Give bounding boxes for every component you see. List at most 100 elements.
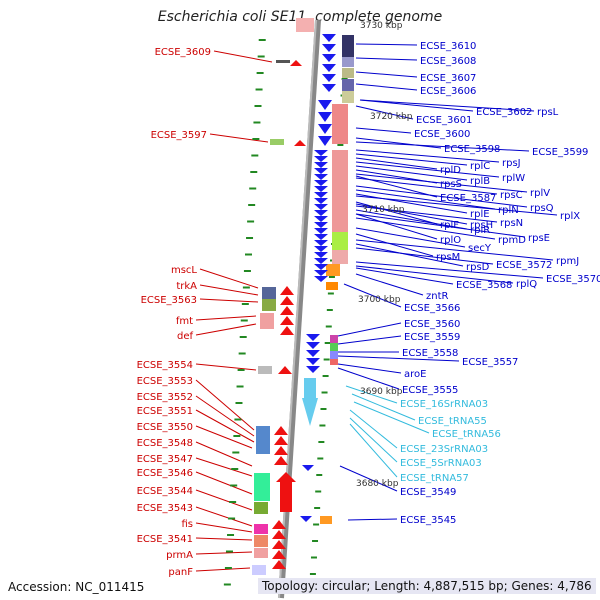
gene-arrow-left[interactable] bbox=[274, 446, 288, 455]
gene-arrow-right[interactable] bbox=[314, 174, 328, 180]
gene-label-right[interactable]: ECSE_3601 bbox=[416, 115, 472, 126]
gene-arrow-right[interactable] bbox=[314, 216, 328, 222]
rna-label[interactable]: ECSE_23SrRNA03 bbox=[400, 444, 488, 455]
gene-label-right[interactable]: ECSE_3566 bbox=[404, 303, 460, 314]
gene-arrow-left[interactable] bbox=[272, 560, 286, 569]
gene-label-right[interactable]: ECSE_3602 bbox=[476, 107, 532, 118]
gene-block[interactable] bbox=[320, 516, 332, 524]
gene-block[interactable] bbox=[330, 343, 338, 351]
gene-label-left[interactable]: ECSE_3547 bbox=[137, 454, 193, 465]
gene-block[interactable] bbox=[332, 150, 348, 240]
gene-block[interactable] bbox=[252, 565, 266, 575]
gene-label-right[interactable]: rpsQ bbox=[530, 203, 554, 214]
gene-arrow-right[interactable] bbox=[322, 44, 336, 52]
gene-arrow-left[interactable] bbox=[272, 520, 286, 529]
gene-arrow-left[interactable] bbox=[272, 550, 286, 559]
gene-arrow-right[interactable] bbox=[302, 465, 314, 471]
gene-arrow-right[interactable] bbox=[314, 246, 328, 252]
gene-arrow-right[interactable] bbox=[318, 100, 332, 110]
gene-arrow-right[interactable] bbox=[306, 366, 320, 373]
gene-label-left[interactable]: ECSE_3552 bbox=[137, 392, 193, 403]
gene-arrow-right[interactable] bbox=[314, 156, 328, 162]
gene-label-left[interactable]: trkA bbox=[176, 281, 197, 292]
gene-label-right[interactable]: rpmJ bbox=[556, 256, 579, 267]
gene-label-right[interactable]: rplX bbox=[560, 211, 580, 222]
gene-label-right[interactable]: rpsL bbox=[537, 107, 559, 118]
gene-label-right[interactable]: rplQ bbox=[516, 279, 537, 290]
gene-label-right[interactable]: ECSE_3599 bbox=[532, 147, 588, 158]
gene-arrow-left[interactable] bbox=[280, 316, 294, 325]
gene-arrow-right[interactable] bbox=[306, 334, 320, 341]
gene-label-right[interactable]: ECSE_3545 bbox=[400, 515, 456, 526]
gene-label-left[interactable]: ECSE_3550 bbox=[137, 422, 193, 433]
gene-arrow-left[interactable] bbox=[274, 426, 288, 435]
gene-arrow-right[interactable] bbox=[318, 136, 332, 146]
gene-label-left[interactable]: ECSE_3541 bbox=[137, 534, 193, 545]
gene-label-left[interactable]: ECSE_3553 bbox=[137, 376, 193, 387]
gene-label-right[interactable]: rplR bbox=[470, 225, 490, 236]
gene-block[interactable] bbox=[342, 35, 354, 57]
gene-label-right[interactable]: rplD bbox=[440, 165, 461, 176]
gene-block[interactable] bbox=[342, 57, 354, 67]
rna-label[interactable]: ECSE_tRNA56 bbox=[432, 429, 501, 440]
gene-arrow-right[interactable] bbox=[322, 34, 336, 42]
rna-label[interactable]: ECSE_5SrRNA03 bbox=[400, 458, 482, 469]
gene-arrow-right[interactable] bbox=[306, 350, 320, 357]
gene-label-right[interactable]: ECSE_3568 bbox=[456, 280, 512, 291]
gene-arrow-right[interactable] bbox=[314, 168, 328, 174]
gene-label-right[interactable]: ECSE_3555 bbox=[402, 385, 458, 396]
gene-block[interactable] bbox=[332, 104, 348, 144]
gene-arrow-right[interactable] bbox=[322, 64, 336, 72]
gene-arrow-right[interactable] bbox=[314, 180, 328, 186]
gene-label-right[interactable]: rpsH bbox=[470, 220, 493, 231]
gene-arrow-right[interactable] bbox=[300, 516, 312, 522]
gene-label-right[interactable]: ECSE_3558 bbox=[402, 348, 458, 359]
gene-arrow-right[interactable] bbox=[322, 54, 336, 62]
gene-label-right[interactable]: ECSE_3608 bbox=[420, 56, 476, 67]
gene-block[interactable] bbox=[262, 299, 276, 311]
gene-label-right[interactable]: ECSE_3610 bbox=[420, 41, 476, 52]
gene-block[interactable] bbox=[342, 79, 354, 91]
gene-block[interactable] bbox=[254, 502, 268, 514]
gene-arrow-right[interactable] bbox=[318, 112, 332, 122]
gene-label-right[interactable]: rpsD bbox=[466, 262, 490, 273]
gene-block[interactable] bbox=[330, 351, 338, 359]
gene-label-left[interactable]: ECSE_3609 bbox=[155, 47, 211, 58]
gene-label-right[interactable]: aroE bbox=[404, 369, 426, 380]
gene-label-right[interactable]: rpsN bbox=[500, 218, 523, 229]
gene-block[interactable] bbox=[342, 68, 354, 78]
gene-label-left[interactable]: def bbox=[177, 331, 194, 342]
gene-arrow-right[interactable] bbox=[314, 240, 328, 246]
gene-label-right[interactable]: rplB bbox=[470, 176, 490, 187]
gene-label-left[interactable]: mscL bbox=[171, 265, 197, 276]
gene-label-right[interactable]: ECSE_3560 bbox=[404, 319, 460, 330]
gene-label-right[interactable]: rpsM bbox=[436, 252, 460, 263]
rna-label[interactable]: ECSE_tRNA57 bbox=[400, 473, 469, 484]
gene-block[interactable] bbox=[330, 359, 338, 365]
gene-label-right[interactable]: rplE bbox=[470, 209, 490, 220]
gene-label-left[interactable]: fmt bbox=[176, 316, 193, 327]
gene-label-left[interactable]: ECSE_3554 bbox=[137, 360, 193, 371]
gene-block[interactable] bbox=[332, 232, 348, 250]
gene-arrow-right[interactable] bbox=[314, 162, 328, 168]
gene-label-right[interactable]: secY bbox=[468, 243, 492, 254]
gene-label-right[interactable]: rpsJ bbox=[502, 158, 521, 169]
gene-label-right[interactable]: ECSE_3598 bbox=[444, 144, 500, 155]
gene-label-right[interactable]: rplW bbox=[502, 173, 525, 184]
gene-arrow-right[interactable] bbox=[314, 264, 328, 270]
gene-arrow-left[interactable] bbox=[278, 366, 292, 374]
gene-arrow-right[interactable] bbox=[314, 270, 328, 276]
gene-block[interactable] bbox=[254, 524, 268, 534]
gene-label-left[interactable]: ECSE_3543 bbox=[137, 503, 193, 514]
gene-arrow-right[interactable] bbox=[314, 198, 328, 204]
gene-block[interactable] bbox=[332, 250, 348, 264]
gene-arrow-left[interactable] bbox=[290, 60, 302, 66]
gene-label-left[interactable]: ECSE_3544 bbox=[137, 486, 193, 497]
gene-arrow-right[interactable] bbox=[314, 276, 328, 282]
gene-arrow-right[interactable] bbox=[318, 124, 332, 134]
gene-arrow-right[interactable] bbox=[314, 210, 328, 216]
gene-label-left[interactable]: ECSE_3551 bbox=[137, 406, 193, 417]
gene-label-right[interactable]: ECSE_3607 bbox=[420, 73, 476, 84]
gene-label-right[interactable]: ECSE_3549 bbox=[400, 487, 456, 498]
